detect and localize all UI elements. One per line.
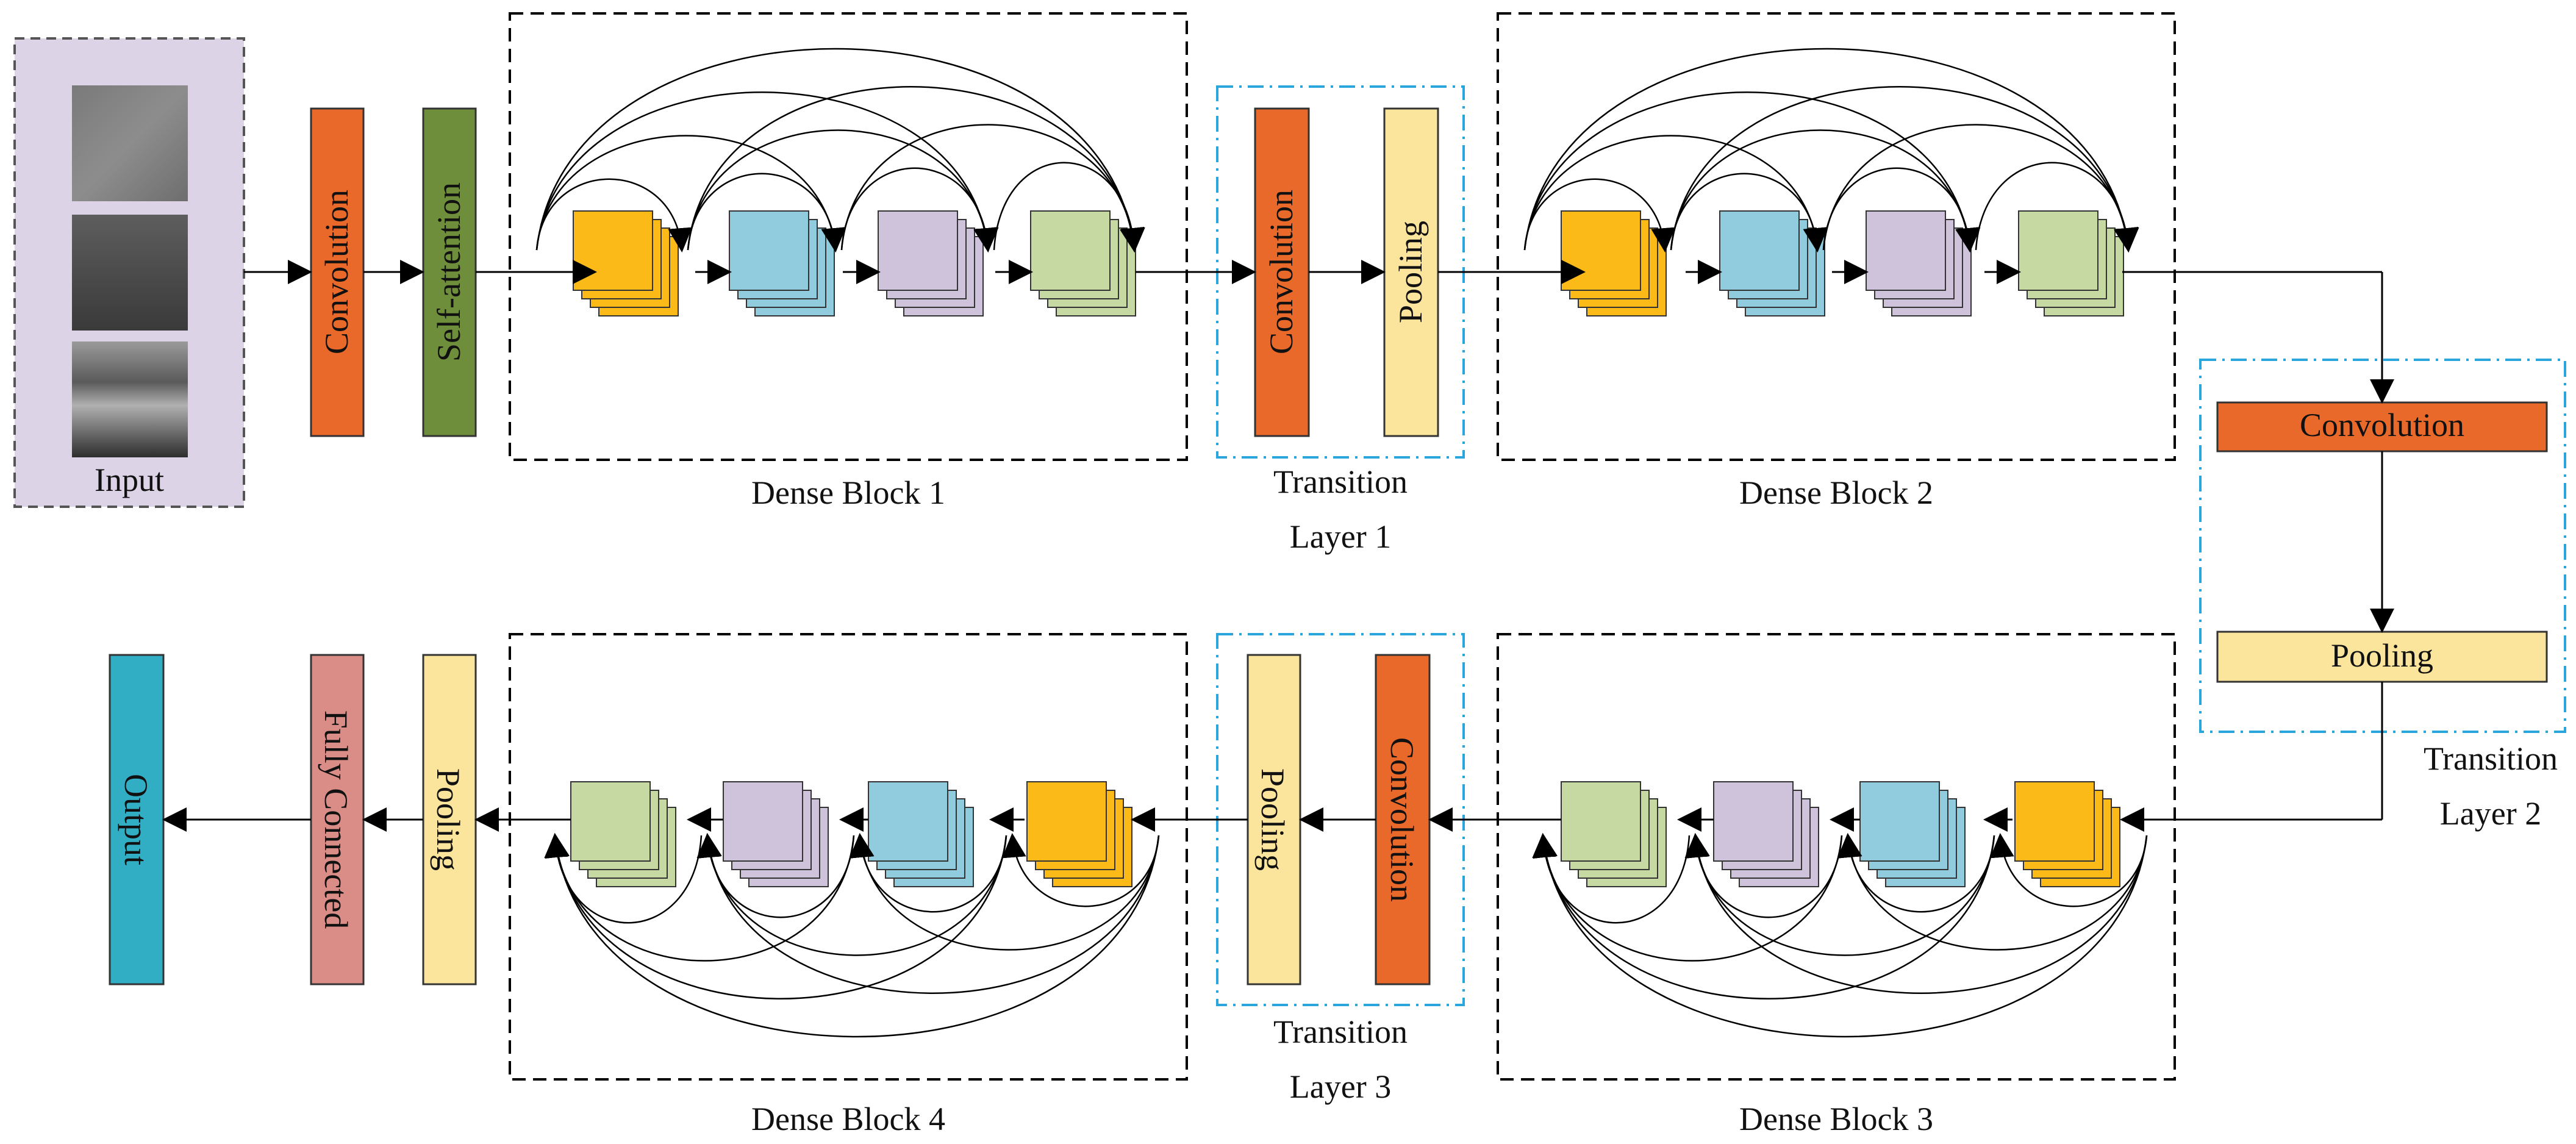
dense1-skip-arc xyxy=(840,167,999,252)
svg-text:Convolution: Convolution xyxy=(1263,190,1300,354)
transition-3-pooling xyxy=(1247,654,1301,985)
svg-text:Pooling: Pooling xyxy=(1392,221,1429,323)
dense3-skip-arc xyxy=(1686,833,2148,994)
dense1-featuremap-1-layer-0 xyxy=(573,210,653,291)
dense1-skip-arc xyxy=(535,91,998,252)
dense3-skip-arc xyxy=(1685,833,1995,956)
svg-text:Pooling: Pooling xyxy=(1254,768,1291,871)
dense4-skip-arc xyxy=(1001,833,1160,907)
dense3-skip-arc xyxy=(1532,833,1690,924)
dense3-skip-arc xyxy=(1837,833,2148,951)
dense3-skip-arc xyxy=(1989,833,2148,907)
transition-3-label-line1: Transition xyxy=(1273,1014,1408,1050)
dense4-featuremap-4-layer-0 xyxy=(570,781,651,862)
pooling-block-final: Pooling xyxy=(422,654,477,985)
input-image-2 xyxy=(72,215,188,331)
dense1-skip-arc xyxy=(687,86,1145,252)
dense4-skip-arc xyxy=(850,833,1160,951)
dense2-skip-arc xyxy=(1975,162,2139,252)
output-block: Output xyxy=(109,654,165,985)
svg-text:Output: Output xyxy=(118,774,154,865)
fully-connected-block: Fully Connected xyxy=(310,654,365,985)
dense4-skip-arc xyxy=(697,833,1007,956)
dense4-skip-arc xyxy=(545,833,1160,1038)
transition-2-label-line2: Layer 2 xyxy=(2440,795,2541,832)
dense4-featuremap-1-layer-0 xyxy=(1026,781,1107,862)
dense-block-2-label: Dense Block 2 xyxy=(1739,474,1933,511)
svg-text:Convolution: Convolution xyxy=(1384,737,1420,902)
dense1-featuremap-4-layer-0 xyxy=(1030,210,1111,291)
dense2-skip-arc xyxy=(1523,91,1980,252)
dense3-featuremap-2-layer-0 xyxy=(1859,781,1940,862)
input-panel: Input xyxy=(13,37,245,508)
dense3-skip-arc xyxy=(1533,833,2148,1038)
transition-layer-3: Pooling Convolution Transition Layer 3 xyxy=(1216,633,1465,1105)
svg-text:Convolution: Convolution xyxy=(318,190,355,354)
svg-text:Self-attention: Self-attention xyxy=(431,182,467,362)
dense-block-1: Dense Block 1 xyxy=(509,12,1188,511)
convolution-block-a: Convolution xyxy=(310,107,365,437)
dense2-featuremap-1-layer-0 xyxy=(1561,210,1641,291)
dense1-skip-arc xyxy=(535,135,846,252)
dense1-skip-arc xyxy=(687,129,998,252)
dense3-featuremap-4-layer-0 xyxy=(1561,781,1641,862)
self-attention-block: Self-attention xyxy=(422,107,477,437)
dense3-featuremap-1-layer-0 xyxy=(2014,781,2095,862)
svg-text:Pooling: Pooling xyxy=(430,768,467,871)
dense1-skip-arc xyxy=(535,178,693,252)
input-image-3 xyxy=(72,341,188,457)
dense2-skip-arc xyxy=(1523,135,1828,252)
dense2-skip-arc xyxy=(1670,86,2139,252)
dense4-skip-arc xyxy=(545,833,1007,999)
dense-block-3: Dense Block 3 xyxy=(1497,633,2176,1137)
dense3-skip-arc xyxy=(1533,833,1995,999)
transition-3-convolution xyxy=(1375,654,1431,985)
dense2-featuremap-2-layer-0 xyxy=(1719,210,1800,291)
dense2-skip-arc xyxy=(1822,124,2139,252)
dense1-skip-arc xyxy=(687,173,846,252)
transition-layer-2: Convolution Pooling Transition Layer 2 xyxy=(2199,359,2566,832)
transition-1-label-line2: Layer 1 xyxy=(1290,518,1391,555)
dense4-featuremap-3-layer-0 xyxy=(723,781,803,862)
dense2-skip-arc xyxy=(1670,173,1828,252)
transition-2-label-line1: Transition xyxy=(2424,740,2558,777)
svg-text:Pooling: Pooling xyxy=(2331,637,2433,674)
dense1-skip-arc xyxy=(993,162,1145,252)
transition-3-label-line2: Layer 3 xyxy=(1290,1068,1391,1105)
transition-layer-1: Convolution Pooling Transition Layer 1 xyxy=(1216,85,1465,555)
dense2-skip-arc xyxy=(1523,48,2138,252)
dense-block-4: Dense Block 4 xyxy=(509,633,1188,1137)
dense-block-4-label: Dense Block 4 xyxy=(751,1101,945,1137)
dense4-skip-arc xyxy=(849,833,1007,913)
input-image-1 xyxy=(72,85,188,201)
dense1-skip-arc xyxy=(535,48,1144,252)
svg-text:Fully Connected: Fully Connected xyxy=(318,710,354,929)
transition-1-label-line1: Transition xyxy=(1273,463,1408,500)
dense2-featuremap-3-layer-0 xyxy=(1866,210,1946,291)
dense1-featuremap-2-layer-0 xyxy=(729,210,809,291)
dense-connections xyxy=(162,48,2394,1038)
dense3-skip-arc xyxy=(1837,833,1995,913)
dense2-skip-arc xyxy=(1523,178,1676,252)
dense3-featuremap-3-layer-0 xyxy=(1713,781,1794,862)
svg-text:Convolution: Convolution xyxy=(2300,407,2464,443)
dense4-skip-arc xyxy=(544,833,703,924)
dense-block-2: Dense Block 2 xyxy=(1497,12,2176,511)
dense1-featuremap-3-layer-0 xyxy=(878,210,958,291)
dense2-skip-arc xyxy=(1670,129,1980,252)
transition-2-pooling xyxy=(2216,631,2548,683)
dense-block-1-label: Dense Block 1 xyxy=(751,474,945,511)
input-label: Input xyxy=(95,462,164,498)
dense2-featuremap-4-layer-0 xyxy=(2018,210,2098,291)
dense4-featuremap-2-layer-0 xyxy=(868,781,948,862)
dense4-skip-arc xyxy=(698,833,1160,994)
dense-block-3-label: Dense Block 3 xyxy=(1739,1101,1933,1137)
